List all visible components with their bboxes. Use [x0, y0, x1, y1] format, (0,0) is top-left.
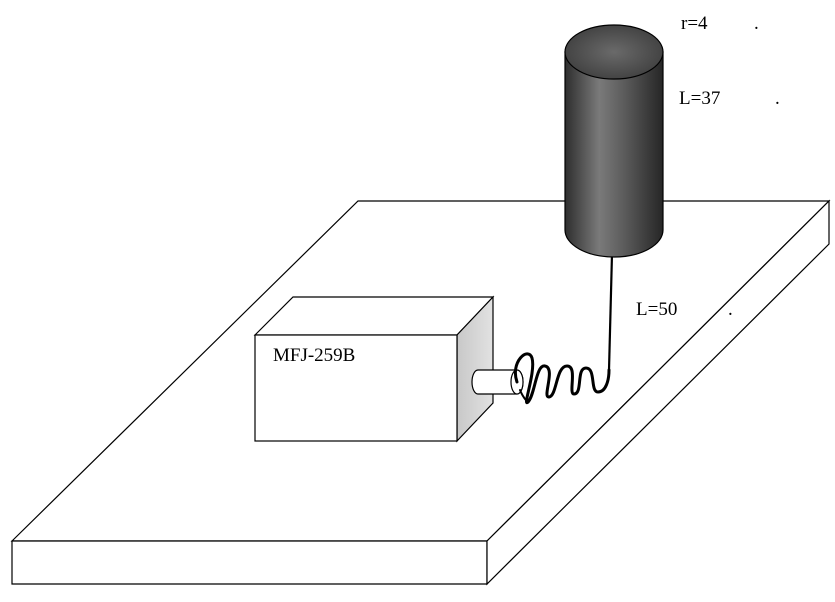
- coil: [513, 352, 611, 404]
- cylinder-body: [564, 51, 664, 258]
- radius-label-suffix: .: [754, 13, 759, 34]
- box-front-face: [254, 334, 458, 442]
- radius-label: r=4: [681, 13, 708, 34]
- coil-back-turn: [519, 389, 530, 404]
- antenna-wire: [607, 253, 614, 371]
- cylinder-antenna: [564, 24, 664, 258]
- cylinder-top: [564, 24, 664, 80]
- device-label: MFJ-259B: [273, 345, 355, 366]
- box-top-face: [253, 296, 495, 336]
- wire-length-label-suffix: .: [728, 299, 733, 320]
- cylinder-length-label-suffix: .: [775, 88, 780, 109]
- cylinder-length-label: L=37: [679, 88, 720, 109]
- plate-right-face: [486, 199, 830, 586]
- mfj-analyzer-box: MFJ-259B: [253, 295, 495, 443]
- wire-length-label: L=50: [636, 299, 677, 320]
- plate-front-face: [11, 540, 488, 585]
- coil-wire: [513, 352, 611, 404]
